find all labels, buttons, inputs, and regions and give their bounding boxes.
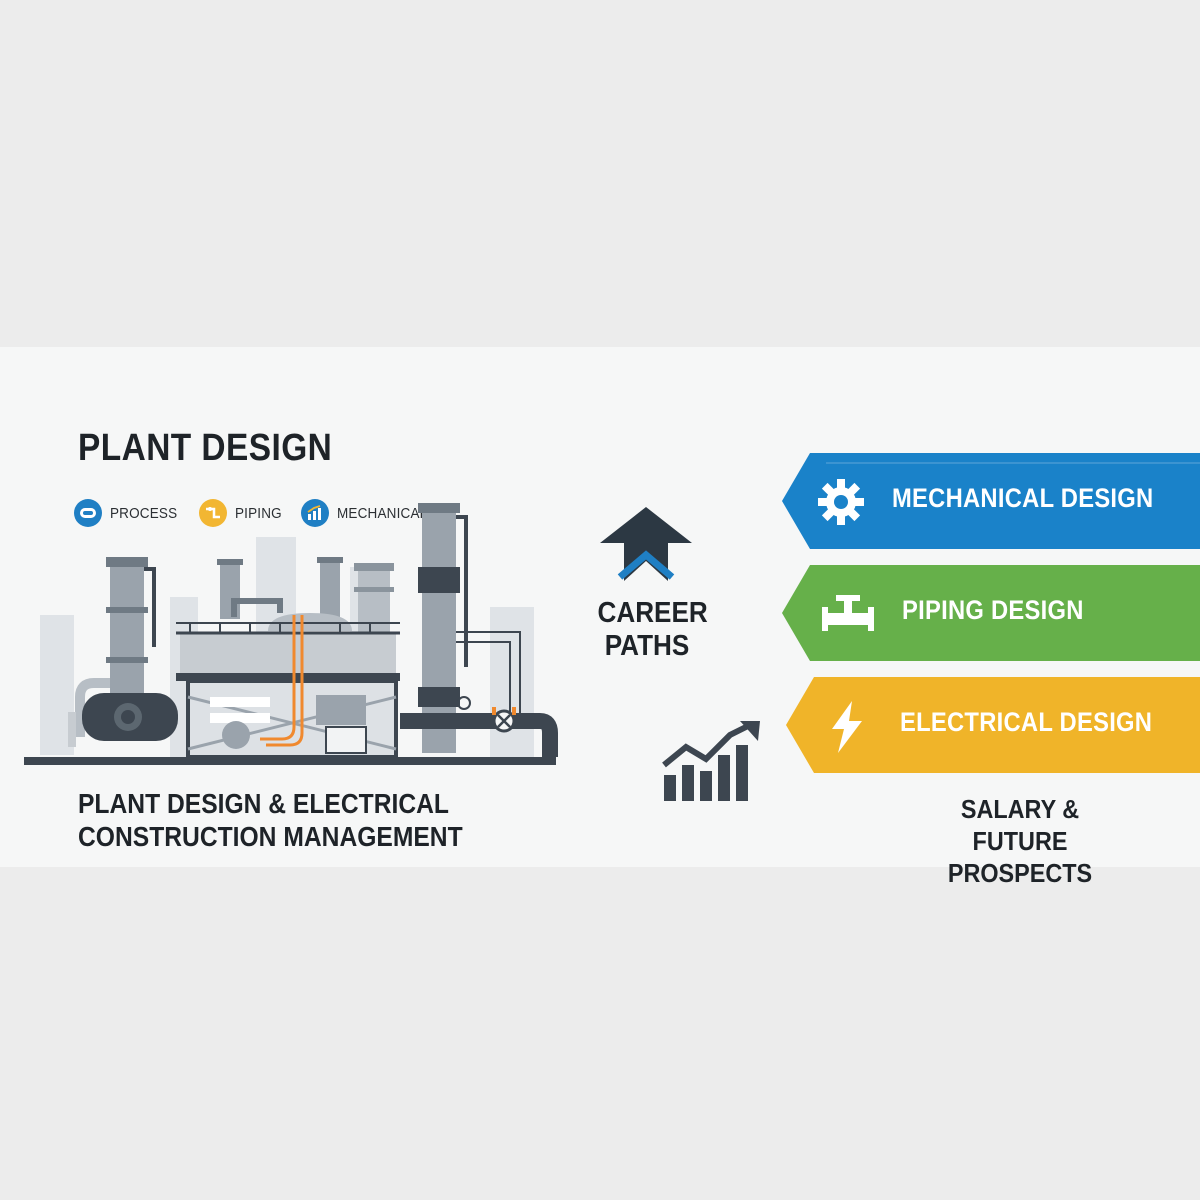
chip-label-process: PROCESS xyxy=(110,504,178,522)
growth-chart-icon xyxy=(662,721,760,801)
chip-piping: PIPING xyxy=(198,499,287,527)
chip-label-piping: PIPING xyxy=(234,504,282,522)
path-piping-design[interactable]: PIPING DESIGN xyxy=(782,565,1200,661)
chip-label-mechanical: MECHANICAL xyxy=(336,504,428,522)
lightning-icon xyxy=(832,701,862,753)
path-label-electrical: ELECTRICAL DESIGN xyxy=(900,707,1153,737)
valve-icon xyxy=(822,595,874,631)
tank-icon xyxy=(74,499,102,527)
up-arrow-icon xyxy=(600,507,692,581)
plant-design-title: PLANT DESIGN xyxy=(78,427,333,469)
chip-process: PROCESS xyxy=(74,499,185,527)
career-label-line1: CAREER xyxy=(597,597,708,629)
salary-caption: SALARY & FUTURE PROSPECTS xyxy=(912,793,1128,889)
category-chips: PROCESS PIPING MECHANICAL xyxy=(74,499,451,527)
gear-icon xyxy=(818,479,864,525)
salary-caption-line1: SALARY & xyxy=(960,794,1080,824)
path-mechanical-design[interactable]: MECHANICAL DESIGN xyxy=(782,453,1200,549)
path-electrical-design[interactable]: ELECTRICAL DESIGN xyxy=(786,677,1200,773)
career-paths-label: CAREER PATHS xyxy=(597,597,708,663)
pipe-icon xyxy=(198,499,227,527)
plant-illustration xyxy=(24,503,558,765)
left-caption-line2: CONSTRUCTION MANAGEMENT xyxy=(78,821,463,852)
salary-caption-line2: FUTURE PROSPECTS xyxy=(947,826,1093,888)
left-caption: PLANT DESIGN & ELECTRICAL CONSTRUCTION M… xyxy=(78,787,463,853)
chip-mechanical: MECHANICAL xyxy=(300,499,437,527)
left-caption-line1: PLANT DESIGN & ELECTRICAL xyxy=(78,788,449,819)
career-label-line2: PATHS xyxy=(604,630,690,662)
banner: PLANT DESIGN PROCESS PIPING MECHANICAL xyxy=(0,347,1200,888)
path-label-piping: PIPING DESIGN xyxy=(902,595,1084,625)
chart-icon xyxy=(300,499,329,527)
path-label-mechanical: MECHANICAL DESIGN xyxy=(892,483,1154,513)
